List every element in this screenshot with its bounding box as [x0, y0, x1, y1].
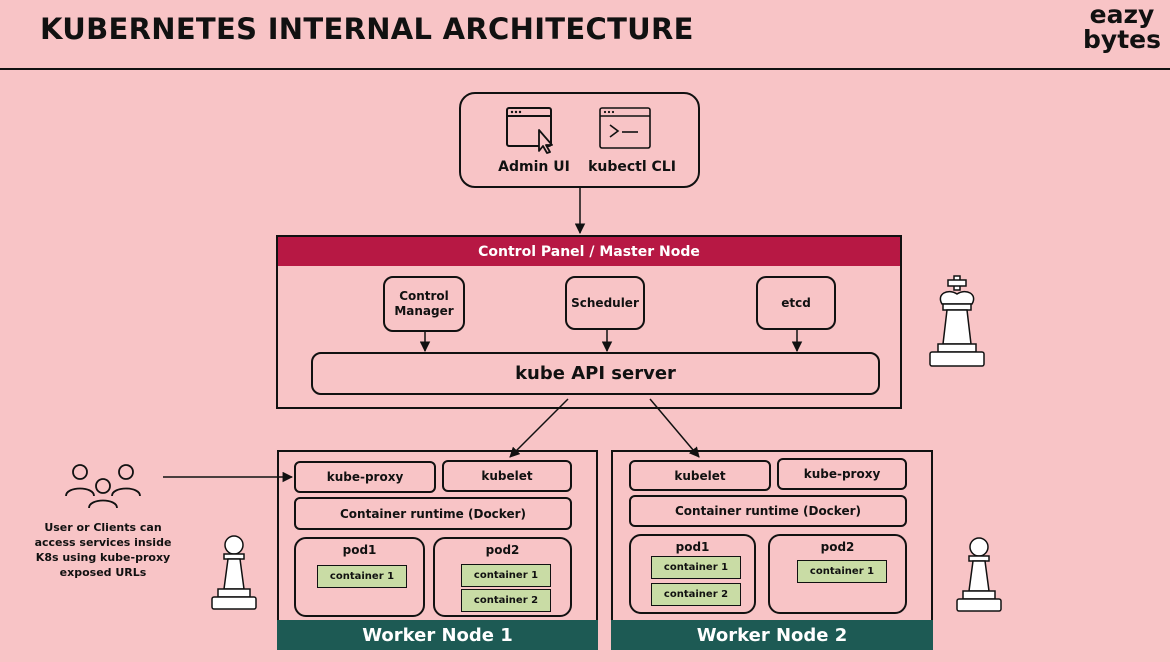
terminal-icon	[599, 107, 651, 149]
worker2-kube-proxy: kube-proxy	[777, 458, 907, 490]
chess-pawn-icon	[956, 537, 1002, 612]
header-divider	[0, 68, 1170, 70]
worker2-pod1: pod1	[629, 534, 756, 614]
pod-label: pod2	[485, 543, 520, 557]
page-title: KUBERNETES INTERNAL ARCHITECTURE	[40, 12, 694, 46]
client-tools-box	[459, 92, 700, 188]
chess-pawn-icon	[211, 535, 257, 610]
worker1-pod1-container1: container 1	[317, 565, 407, 588]
users-icon	[65, 464, 141, 509]
api-to-worker1-kubelet-arrow	[509, 398, 569, 458]
pod-label: pod1	[675, 540, 710, 554]
pod-label: pod2	[820, 540, 855, 554]
worker1-kube-proxy: kube-proxy	[294, 461, 436, 493]
worker1-kubelet: kubelet	[442, 460, 572, 492]
worker1-pod1: pod1	[294, 537, 425, 617]
kubectl-cli-label: kubectl CLI	[588, 159, 676, 175]
admin-ui-window-icon	[506, 107, 553, 154]
worker1-container-runtime: Container runtime (Docker)	[294, 497, 572, 530]
pod-label: pod1	[342, 543, 377, 557]
users-description: User or Clients can access services insi…	[34, 521, 172, 579]
worker2-pod2-container1: container 1	[797, 560, 887, 583]
worker2-pod2: pod2	[768, 534, 907, 614]
api-to-worker2-kubelet-arrow	[649, 398, 700, 458]
worker2-kubelet: kubelet	[629, 460, 771, 491]
worker2-pod1-container1: container 1	[651, 556, 741, 579]
kube-api-server-box: kube API server	[311, 352, 880, 395]
control-manager-box: Control Manager	[383, 276, 465, 332]
worker2-pod1-container2: container 2	[651, 583, 741, 606]
scheduler-box: Scheduler	[565, 276, 645, 330]
worker-node-1-footer: Worker Node 1	[277, 620, 598, 650]
control-plane-box	[276, 235, 902, 409]
logo-line-1: eazy	[1089, 0, 1155, 29]
etcd-box: etcd	[756, 276, 836, 330]
logo-line-2: bytes	[1083, 25, 1161, 54]
eazybytes-logo: eazy bytes	[1082, 2, 1162, 52]
worker1-pod2-container1: container 1	[461, 564, 551, 587]
worker2-container-runtime: Container runtime (Docker)	[629, 495, 907, 527]
worker-node-2-footer: Worker Node 2	[611, 620, 933, 650]
chess-king-icon	[929, 275, 985, 367]
control-plane-header: Control Panel / Master Node	[278, 237, 900, 266]
worker1-pod2-container2: container 2	[461, 589, 551, 612]
worker1-pod2: pod2	[433, 537, 572, 617]
admin-ui-label: Admin UI	[498, 159, 570, 175]
